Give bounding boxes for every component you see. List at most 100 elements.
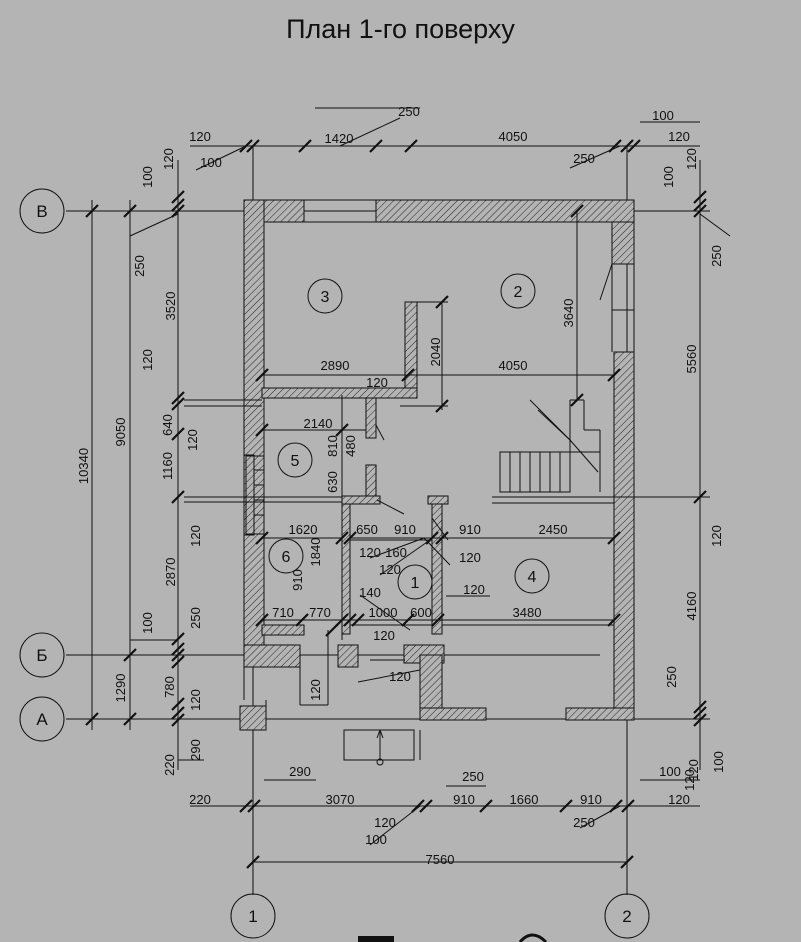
dim-label: 140 — [359, 585, 381, 600]
dim-label: 2890 — [321, 358, 350, 373]
dim-label: 4050 — [499, 358, 528, 373]
dim-label: 100 — [659, 764, 681, 779]
dim-label: 1160 — [160, 452, 175, 480]
dim-label: 630 — [325, 471, 340, 493]
axis-label-a: А — [36, 710, 48, 729]
dim-label: 100 — [661, 166, 676, 188]
room-number-4: 4 — [528, 569, 537, 586]
dim-label: 250 — [188, 607, 203, 629]
axis-bubble-1: 1 — [230, 893, 276, 939]
dim-label: 7560 — [426, 852, 455, 867]
dim-label: 120 — [389, 669, 411, 684]
dim-label: 120 — [684, 148, 699, 170]
room-marker-3: 3 — [307, 278, 343, 314]
dim-label: 220 — [189, 792, 211, 807]
room-marker-6: 6 — [268, 538, 304, 574]
dim-label: 100 — [140, 612, 155, 634]
dim-label: 2140 — [304, 416, 333, 431]
dim-label: 3520 — [163, 292, 178, 321]
axis-label-2: 2 — [622, 907, 631, 926]
room-number-6: 6 — [282, 549, 291, 566]
dim-label: 1420 — [325, 131, 354, 146]
room-number-5: 5 — [291, 453, 300, 470]
dim-label: 250 — [709, 245, 724, 267]
dim-label: 9050 — [113, 418, 128, 447]
dim-label: 100 — [652, 108, 674, 123]
dim-label: 600 — [410, 605, 432, 620]
room-marker-2: 2 — [500, 273, 536, 309]
cropped-bottom-fragment — [358, 933, 548, 942]
dim-label: 770 — [309, 605, 331, 620]
dim-label: 3640 — [561, 299, 576, 328]
dimensions-top: 120 1420 250 4050 100 120 100 250 — [189, 104, 690, 170]
dim-label: 120 — [463, 582, 485, 597]
dim-label: 1660 — [510, 792, 539, 807]
dim-label: 4050 — [499, 129, 528, 144]
plan-title: План 1-го поверху — [286, 14, 515, 44]
axis-bubble-b: Б — [19, 632, 65, 678]
dimensions-interior: 2890 4050 120 2040 3640 2140 810 480 630… — [272, 299, 576, 701]
dim-label: 100 — [711, 751, 726, 773]
dim-label: 160 — [385, 545, 407, 560]
room-number-2: 2 — [514, 284, 523, 301]
dim-label: 10340 — [76, 448, 91, 484]
dim-label: 120 — [161, 148, 176, 170]
dim-label: 3480 — [513, 605, 542, 620]
dim-label: 810 — [325, 435, 340, 457]
dim-label: 250 — [132, 255, 147, 277]
dim-label: 1620 — [289, 522, 318, 537]
dim-label: 1290 — [113, 674, 128, 703]
dimension-ticks — [85, 139, 707, 869]
dim-label: 250 — [664, 666, 679, 688]
dim-label: 5560 — [684, 345, 699, 374]
dim-label: 120 — [140, 349, 155, 371]
dim-label: 220 — [162, 754, 177, 776]
dim-label: 120 — [189, 129, 211, 144]
dim-label: 120 — [686, 759, 701, 781]
dim-label: 910 — [394, 522, 416, 537]
walls — [239, 199, 635, 731]
dim-label: 100 — [140, 166, 155, 188]
dim-label: 120 — [668, 792, 690, 807]
dim-label: 250 — [462, 769, 484, 784]
room-marker-1: 1 — [397, 564, 433, 600]
dim-label: 1000 — [369, 605, 398, 620]
dim-label: 780 — [162, 676, 177, 698]
dim-label: 3070 — [326, 792, 355, 807]
dim-label: 120 — [709, 525, 724, 547]
dim-label: 250 — [573, 151, 595, 166]
dim-label: 120 — [459, 550, 481, 565]
dim-label: 100 — [365, 832, 387, 847]
dim-label: 1840 — [308, 538, 323, 567]
axis-bubble-a: А — [19, 696, 65, 742]
dim-label: 250 — [573, 815, 595, 830]
dim-label: 120 — [188, 689, 203, 711]
dim-label: 120 — [374, 815, 396, 830]
dim-label: 120 — [668, 129, 690, 144]
dim-label: 120 — [188, 525, 203, 547]
dim-label: 290 — [289, 764, 311, 779]
axis-bubble-v: В — [19, 188, 65, 234]
room-marker-4: 4 — [514, 558, 550, 594]
dimensions-left: 100 120 250 3520 120 640 120 1160 120 28… — [76, 148, 203, 776]
dim-label: 120 — [373, 628, 395, 643]
dim-label: 2870 — [163, 558, 178, 587]
dim-label: 480 — [343, 435, 358, 457]
axis-label-v: В — [36, 202, 47, 221]
dim-label: 100 — [200, 155, 222, 170]
dim-label: 910 — [290, 569, 305, 591]
dim-label: 4160 — [684, 592, 699, 621]
dim-label: 640 — [160, 414, 175, 436]
dim-label: 120 — [308, 679, 323, 701]
dim-label: 710 — [272, 605, 294, 620]
room-marker-5: 5 — [277, 442, 313, 478]
dim-label: 2040 — [428, 338, 443, 367]
axis-label-1: 1 — [248, 907, 257, 926]
dim-label: 120 — [185, 429, 200, 451]
dim-label: 910 — [580, 792, 602, 807]
dim-label: 910 — [453, 792, 475, 807]
room-number-3: 3 — [321, 289, 330, 306]
dim-label: 650 — [356, 522, 378, 537]
dim-label: 2450 — [539, 522, 568, 537]
